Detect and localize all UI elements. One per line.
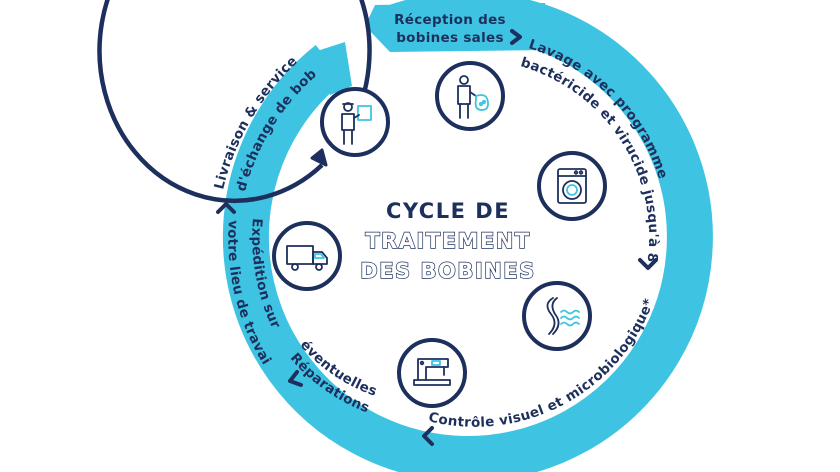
washing-machine-icon [557,168,587,204]
chevron-left-icon [288,370,303,387]
station-truck [272,221,342,291]
station-worker-with-bag [435,61,505,131]
center-title-line2: TRAITEMENT [365,229,530,253]
center-title-line3: DES BOBINES [360,259,535,283]
center-title: CYCLE DE TRAITEMENT DES BOBINES [360,199,535,284]
worker-bag-icon [457,75,489,119]
bobbin-inspection-icon [546,297,580,335]
delivery-person-icon [341,102,372,145]
label-reception-line1: Réception des [394,12,506,28]
inner-cycle [97,0,372,203]
center-title-line1: CYCLE DE [386,199,510,223]
station-bobbin-inspection [522,281,592,351]
truck-icon [286,245,328,271]
sewing-machine-icon [413,358,451,386]
station-washing-machine [537,151,607,221]
chevron-down-icon [638,258,658,270]
cycle-arrow-icon [310,148,328,167]
label-reception-line2: bobines sales [396,30,504,46]
chevron-icons [216,29,658,446]
chevron-left-icon [422,426,434,446]
chevron-up-icon [216,202,236,214]
station-delivery-person [320,87,390,157]
outer-ring [222,0,713,472]
station-sewing-machine [397,338,467,408]
chevron-right-icon [510,29,522,45]
